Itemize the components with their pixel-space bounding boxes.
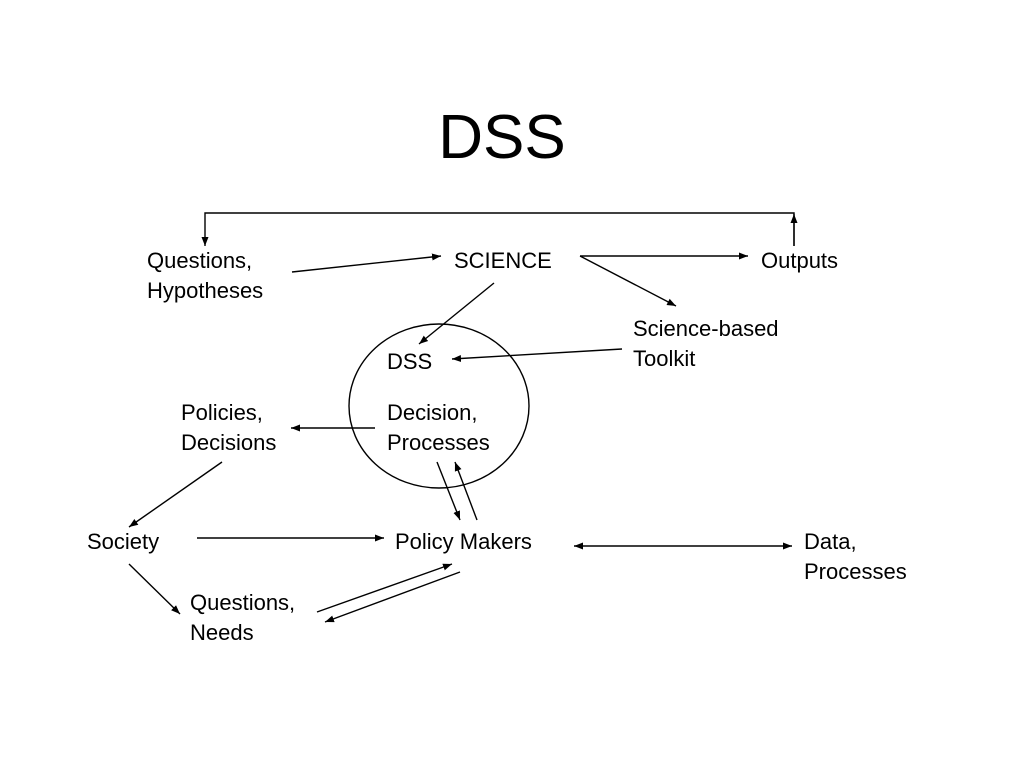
node-label-line: Policies, xyxy=(181,400,263,425)
node-label-line: Policy Makers xyxy=(395,529,532,554)
node-label-line: Processes xyxy=(804,559,907,584)
node-label-line: Toolkit xyxy=(633,346,696,371)
node-dss: DSS xyxy=(387,347,432,377)
edge-society-to-questions-needs xyxy=(128,563,181,615)
node-policies-decisions: Policies, Decisions xyxy=(181,398,276,458)
edge-toolkit-to-dss xyxy=(451,348,623,362)
node-label-line: Outputs xyxy=(761,248,839,273)
node-label-line: Decision, xyxy=(387,400,478,425)
edge-policy-makers-to-decision-processes xyxy=(454,461,478,521)
node-label-line: Processes xyxy=(387,430,490,455)
edge-science-to-dss xyxy=(418,282,495,345)
node-label-line: Society xyxy=(87,529,160,554)
edge-science-to-toolkit xyxy=(579,255,677,307)
node-label-line: DSS xyxy=(387,349,433,374)
dss-circle xyxy=(348,323,530,489)
node-questions-needs: Questions, Needs xyxy=(190,588,295,648)
node-science-based-toolkit: Science-based Toolkit xyxy=(633,314,779,374)
node-label-line: Data, xyxy=(804,529,857,554)
node-data-processes: Data, Processes xyxy=(804,527,907,587)
node-label-line: Science-based xyxy=(633,316,779,341)
node-outputs: Outputs xyxy=(761,246,838,276)
node-label-line: Questions, xyxy=(147,248,253,273)
edge-policies-decisions-to-society xyxy=(128,461,223,528)
node-science: SCIENCE xyxy=(454,246,552,276)
slide-title: DSS xyxy=(438,103,566,172)
node-label-line: Decisions xyxy=(181,430,277,455)
node-label-line: Questions, xyxy=(190,590,296,615)
node-questions-hypotheses: Questions, Hypotheses xyxy=(147,246,263,306)
edge-decision-processes-to-policy-makers xyxy=(436,461,461,521)
edge-policy-makers-to-questions-needs xyxy=(324,571,461,623)
node-label-line: SCIENCE xyxy=(454,248,552,273)
edge-questions-needs-to-policy-makers xyxy=(316,563,453,613)
node-label-line: Needs xyxy=(190,620,254,645)
node-society: Society xyxy=(87,527,159,557)
node-decision-processes: Decision, Processes xyxy=(387,398,490,458)
edge-outputs-to-questions-hypotheses xyxy=(201,212,795,246)
edge-questions-hypotheses-to-science xyxy=(291,253,442,273)
node-policy-makers: Policy Makers xyxy=(395,527,532,557)
node-label-line: Hypotheses xyxy=(147,278,264,303)
